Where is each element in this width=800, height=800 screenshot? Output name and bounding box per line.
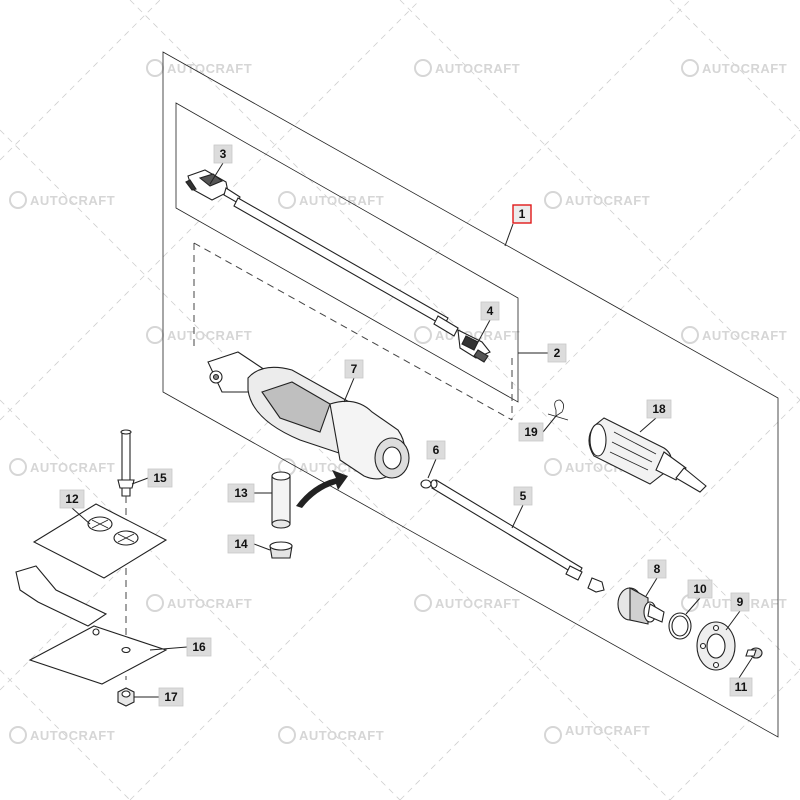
clip-part-19 [547,399,569,421]
plate-part-12 [32,503,168,579]
svg-text:6: 6 [433,443,440,457]
watermark: AUTOCRAFT [9,191,115,209]
svg-text:4: 4 [487,304,494,318]
svg-text:2: 2 [554,346,561,360]
svg-text:11: 11 [735,680,748,694]
svg-text:AUTOCRAFT: AUTOCRAFT [435,596,520,611]
subassembly-outline [175,102,519,403]
svg-text:AUTOCRAFT: AUTOCRAFT [435,61,520,76]
svg-text:9: 9 [737,595,744,609]
svg-text:AUTOCRAFT: AUTOCRAFT [299,193,384,208]
svg-text:17: 17 [164,690,178,704]
watermark: AUTOCRAFT [544,723,650,744]
callout-9: 9 [730,592,750,612]
callout-2: 2 [547,343,567,363]
svg-text:AUTOCRAFT: AUTOCRAFT [565,193,650,208]
callout-12: 12 [59,489,85,509]
callout-8: 8 [647,559,667,579]
rod-part-5 [430,479,583,581]
svg-text:AUTOCRAFT: AUTOCRAFT [702,328,787,343]
callout-19: 19 [518,422,544,442]
callout-13: 13 [227,483,255,503]
watermark: AUTOCRAFT [414,594,520,612]
watermark: AUTOCRAFT [681,326,787,344]
callout-1: 1 [512,204,532,224]
connector-part-3 [185,169,241,204]
svg-text:15: 15 [153,471,167,485]
callout-11: 11 [729,677,753,697]
flange-part-9 [696,621,736,671]
svg-text:1: 1 [519,207,526,221]
bolt-part-15 [117,429,135,497]
housing-part-7 [207,351,410,480]
watermark: AUTOCRAFT [9,726,115,744]
watermark: AUTOCRAFT [278,191,384,209]
watermark: AUTOCRAFT [414,59,520,77]
nut-part-17 [117,687,135,707]
svg-text:14: 14 [234,537,248,551]
o-ring-part-10 [668,612,692,640]
bracket-part-16 [15,565,168,685]
svg-text:AUTOCRAFT: AUTOCRAFT [702,61,787,76]
callout-4: 4 [480,301,500,321]
svg-text:AUTOCRAFT: AUTOCRAFT [299,728,384,743]
cap-part-14 [269,541,293,559]
hidden-outline [193,242,513,421]
assembly-outline [162,51,779,738]
callout-17: 17 [158,687,184,707]
svg-text:13: 13 [234,486,248,500]
svg-text:16: 16 [192,640,206,654]
callout-15: 15 [147,468,173,488]
callout-5: 5 [513,486,533,506]
callout-16: 16 [186,637,212,657]
pin-part-13 [271,471,291,529]
svg-text:AUTOCRAFT: AUTOCRAFT [167,596,252,611]
grease-bottle-part-18 [588,417,707,493]
watermark: AUTOCRAFT [544,191,650,209]
svg-text:AUTOCRAFT: AUTOCRAFT [167,61,252,76]
callout-7: 7 [344,359,364,379]
watermark: AUTOCRAFT [9,458,115,476]
svg-text:12: 12 [65,492,79,506]
svg-text:AUTOCRAFT: AUTOCRAFT [167,328,252,343]
fitting-part-8 [617,587,665,625]
insert-arrow [296,470,348,508]
watermark: AUTOCRAFT [278,726,384,744]
leader-lines [71,162,753,698]
nut-part [587,577,605,593]
callout-3: 3 [213,144,233,164]
svg-text:8: 8 [654,562,661,576]
callout-6: 6 [426,440,446,460]
svg-text:AUTOCRAFT: AUTOCRAFT [565,723,650,738]
callout-14: 14 [227,534,255,554]
screw-part-11 [745,647,763,659]
svg-text:18: 18 [652,402,666,416]
svg-text:AUTOCRAFT: AUTOCRAFT [30,460,115,475]
svg-text:7: 7 [351,362,358,376]
svg-text:19: 19 [524,425,538,439]
callout-18: 18 [646,399,672,419]
watermark: AUTOCRAFT [146,594,252,612]
svg-text:3: 3 [220,147,227,161]
callout-10: 10 [687,579,713,599]
sensor-cable [233,197,459,337]
svg-text:5: 5 [520,489,527,503]
svg-text:AUTOCRAFT: AUTOCRAFT [30,728,115,743]
watermark: AUTOCRAFT [681,59,787,77]
svg-text:AUTOCRAFT: AUTOCRAFT [30,193,115,208]
connector-part-4 [457,329,491,363]
o-ring-part-6 [420,479,432,489]
svg-text:10: 10 [693,582,707,596]
